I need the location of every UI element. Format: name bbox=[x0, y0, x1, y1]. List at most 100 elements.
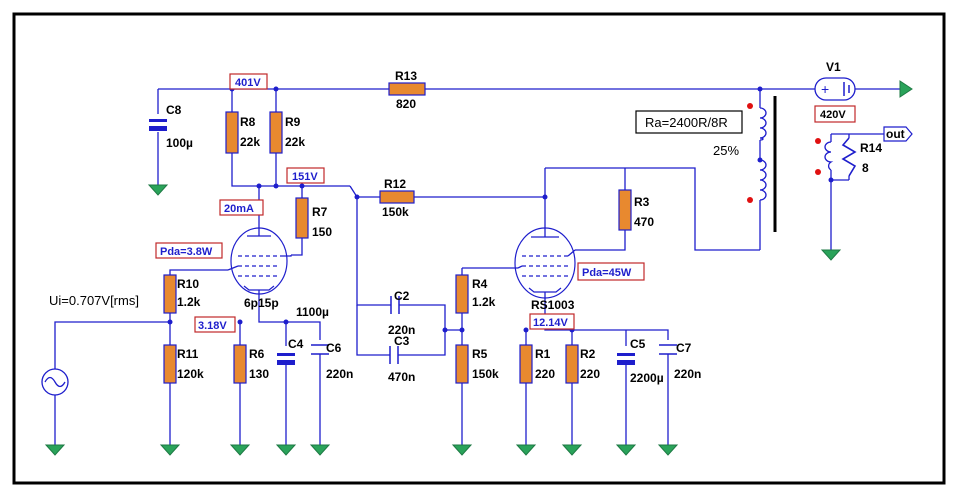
tube-6p15p: 6p15p bbox=[227, 227, 292, 310]
c6-ref: C6 bbox=[326, 341, 342, 355]
ground-icon bbox=[229, 444, 251, 456]
svg-text:420V: 420V bbox=[820, 109, 846, 121]
tap-percent: 25% bbox=[713, 143, 739, 158]
resistor-r5: R5 150k bbox=[455, 344, 499, 384]
svg-text:20mA: 20mA bbox=[224, 203, 254, 215]
c5-ref: C5 bbox=[630, 337, 646, 351]
r9-value: 22k bbox=[285, 135, 305, 149]
r3-ref: R3 bbox=[634, 195, 650, 209]
resistor-r8: R8 22k bbox=[225, 111, 260, 154]
ac-signal-source bbox=[41, 368, 69, 396]
tube2-label: RS1003 bbox=[531, 298, 575, 312]
svg-text:12.14V: 12.14V bbox=[533, 317, 569, 329]
tube-rs1003: RS1003 bbox=[514, 227, 576, 312]
resistor-r3: R3 470 bbox=[618, 189, 654, 231]
r12-value: 150k bbox=[382, 205, 409, 219]
r9-ref: R9 bbox=[285, 115, 301, 129]
c3-value: 470n bbox=[388, 370, 415, 384]
r1-ref: R1 bbox=[535, 347, 551, 361]
r13-value: 820 bbox=[396, 97, 416, 111]
supply-arrow-icon bbox=[899, 80, 913, 98]
junction-dots bbox=[167, 86, 834, 333]
tag-cathode1: 3.18V bbox=[194, 316, 236, 333]
c2-ref: C2 bbox=[394, 289, 410, 303]
r2-value: 220 bbox=[580, 367, 600, 381]
c5-value: 2200µ bbox=[630, 371, 664, 385]
resistor-r1: R1 220 bbox=[519, 344, 555, 384]
resistor-r11: R11 120k bbox=[163, 344, 204, 384]
r3-value: 470 bbox=[634, 215, 654, 229]
r6-value: 130 bbox=[249, 367, 269, 381]
tag-pda1: Pda=3.8W bbox=[155, 242, 223, 259]
c8-ref: C8 bbox=[166, 103, 182, 117]
phase-dot bbox=[815, 169, 821, 175]
ground-icon bbox=[44, 444, 66, 456]
r5-value: 150k bbox=[472, 367, 499, 381]
r10-value: 1.2k bbox=[177, 295, 201, 309]
tag-pda2: Pda=45W bbox=[577, 262, 645, 281]
resistor-r7: R7 150 bbox=[295, 197, 332, 239]
phase-dot bbox=[747, 103, 753, 109]
resistor-r4: R4 1.2k bbox=[455, 274, 496, 314]
svg-text:3.18V: 3.18V bbox=[198, 320, 227, 332]
output-transformer bbox=[747, 96, 834, 232]
phase-dot bbox=[747, 197, 753, 203]
capacitor-c2: C2 220n bbox=[382, 289, 415, 337]
ground-icon bbox=[147, 184, 169, 196]
ground-icon bbox=[275, 444, 297, 456]
capacitor-c5: C5 2200µ bbox=[617, 337, 664, 385]
svg-text:401V: 401V bbox=[235, 77, 261, 89]
resistor-r2: R2 220 bbox=[565, 344, 600, 384]
c6-value: 220n bbox=[326, 367, 353, 381]
r10-ref: R10 bbox=[177, 277, 199, 291]
tag-cathode2: 12.14V bbox=[529, 313, 575, 330]
input-voltage-label: Ui=0.707V[rms] bbox=[49, 293, 139, 308]
r12-ref: R12 bbox=[384, 177, 406, 191]
c4-value: 1100µ bbox=[296, 305, 329, 319]
resistor-r12: R12 150k bbox=[379, 177, 415, 219]
phase-dot bbox=[815, 138, 821, 144]
capacitor-c4: C4 1100µ bbox=[277, 305, 329, 365]
ground-icon bbox=[159, 444, 181, 456]
ground-icon bbox=[615, 444, 637, 456]
voltage-source-v1: + V1 bbox=[814, 60, 913, 101]
r7-ref: R7 bbox=[312, 205, 328, 219]
r4-ref: R4 bbox=[472, 277, 488, 291]
r4-value: 1.2k bbox=[472, 295, 496, 309]
v1-ref: V1 bbox=[826, 60, 841, 74]
tag-420v: 420V bbox=[814, 105, 856, 123]
r1-value: 220 bbox=[535, 367, 555, 381]
r6-ref: R6 bbox=[249, 347, 265, 361]
ground-icon bbox=[515, 444, 537, 456]
c7-value: 220n bbox=[674, 367, 701, 381]
tag-20ma: 20mA bbox=[219, 199, 264, 216]
resistor-r13: R13 820 bbox=[388, 69, 426, 111]
resistor-r10: R10 1.2k bbox=[163, 274, 201, 314]
resistor-r14: R14 8 bbox=[841, 137, 882, 177]
r7-value: 150 bbox=[312, 225, 332, 239]
ground-icon bbox=[657, 444, 679, 456]
resistor-r6: R6 130 bbox=[233, 344, 269, 384]
r14-ref: R14 bbox=[860, 141, 882, 155]
sine-wave-icon bbox=[44, 376, 66, 388]
capacitor-c7: C7 220n bbox=[659, 341, 701, 381]
c4-ref: C4 bbox=[288, 337, 304, 351]
svg-text:151V: 151V bbox=[292, 171, 318, 183]
r8-ref: R8 bbox=[240, 115, 256, 129]
tube1-label: 6p15p bbox=[244, 296, 279, 310]
c2-value: 220n bbox=[388, 323, 415, 337]
capacitor-c8: C8 100µ bbox=[149, 103, 193, 150]
capacitor-c3: C3 470n bbox=[380, 334, 415, 384]
r5-ref: R5 bbox=[472, 347, 488, 361]
r13-ref: R13 bbox=[395, 69, 417, 83]
svg-text:Pda=3.8W: Pda=3.8W bbox=[160, 246, 213, 258]
diagram-frame bbox=[12, 12, 946, 485]
out-label: out bbox=[886, 127, 905, 141]
ground-icon bbox=[309, 444, 331, 456]
c7-ref: C7 bbox=[676, 341, 692, 355]
resistor-r9: R9 22k bbox=[269, 111, 305, 154]
r11-ref: R11 bbox=[177, 347, 199, 361]
tag-ra: Ra=2400R/8R bbox=[635, 110, 743, 134]
capacitor-c6: C6 220n bbox=[311, 341, 353, 381]
